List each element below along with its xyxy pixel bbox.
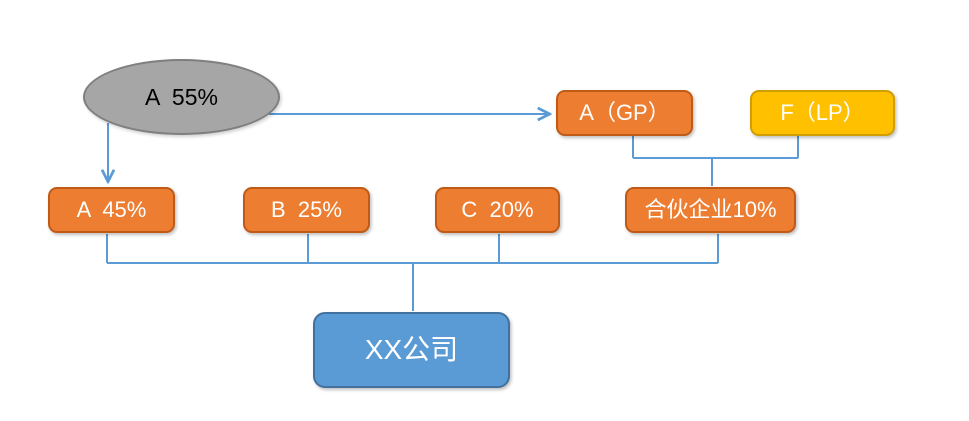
node-f-lp-label: F（LP）: [780, 100, 865, 125]
node-c-20: C 20%: [435, 187, 560, 233]
node-c-20-label: C 20%: [461, 197, 534, 222]
node-f-lp: F（LP）: [750, 90, 895, 136]
node-b-25-label: B 25%: [271, 197, 342, 222]
node-a-45: A 45%: [48, 187, 175, 233]
node-partnership-10: 合伙企业10%: [625, 187, 796, 233]
node-shareholder-a-55-label: A 55%: [145, 83, 218, 110]
edge-gp-lp-to-partnership: [632, 136, 799, 186]
node-xx-company-label: XX公司: [364, 334, 459, 365]
node-b-25: B 25%: [243, 187, 370, 233]
node-xx-company: XX公司: [313, 312, 510, 388]
node-a-45-label: A 45%: [76, 197, 147, 222]
node-shareholder-a-55: A 55%: [83, 59, 280, 135]
node-a-gp: A（GP）: [556, 90, 693, 136]
edge-shareholders-to-company: [106, 234, 719, 311]
node-partnership-10-label: 合伙企业10%: [644, 197, 777, 222]
node-a-gp-label: A（GP）: [579, 100, 670, 125]
